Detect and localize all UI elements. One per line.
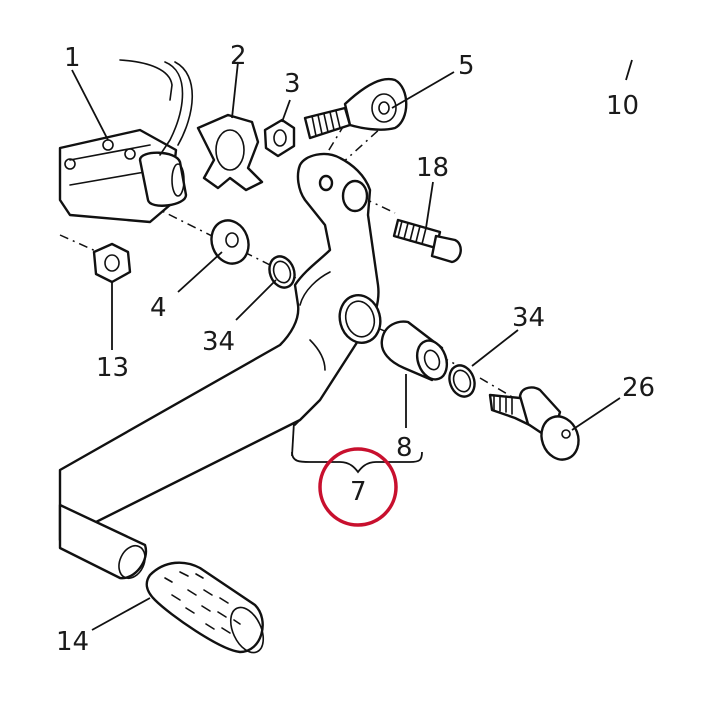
part-26-pivot-bolt (488, 386, 580, 461)
leader-26 (571, 397, 621, 431)
part-8-bushing (380, 320, 449, 382)
leader-7 (291, 421, 295, 457)
label-4: 4 (150, 293, 167, 323)
part-18-bolt (392, 218, 462, 264)
item-7-bracket (291, 451, 423, 474)
highlight-circle (318, 447, 398, 527)
leader-34-left (235, 279, 277, 321)
part-10-pointer (625, 59, 633, 81)
part-2-clip (196, 113, 264, 192)
label-10: 10 (606, 91, 639, 121)
label-2: 2 (230, 41, 247, 71)
leader-18 (425, 181, 434, 229)
leader-lines (71, 61, 621, 631)
part-1-switch-housing (58, 59, 193, 224)
part-7-gear-lever (58, 152, 382, 580)
leader-2 (231, 61, 239, 119)
leader-4 (177, 251, 223, 293)
label-13: 13 (96, 353, 129, 383)
leader-14 (91, 597, 151, 631)
leader-5 (391, 71, 455, 109)
part-13-hex-nut (92, 242, 132, 284)
label-34-left: 34 (202, 327, 235, 357)
leader-3 (281, 99, 291, 123)
part-34-right-oring (448, 364, 476, 398)
part-number-labels: 1 2 3 5 10 18 4 34 13 34 26 8 7 14 (56, 41, 655, 657)
label-8: 8 (396, 433, 413, 463)
label-18: 18 (416, 153, 449, 183)
label-26: 26 (622, 373, 655, 403)
label-34-right: 34 (512, 303, 545, 333)
label-5: 5 (458, 51, 475, 81)
label-1: 1 (64, 43, 81, 73)
part-3-nut (263, 118, 296, 158)
leader-34-right (471, 329, 519, 367)
label-3: 3 (284, 69, 301, 99)
part-14-foot-peg-rubber (145, 561, 265, 654)
part-5-rod-end (303, 77, 408, 140)
label-7: 7 (350, 477, 367, 507)
label-14: 14 (56, 627, 89, 657)
leader-1 (71, 69, 109, 141)
